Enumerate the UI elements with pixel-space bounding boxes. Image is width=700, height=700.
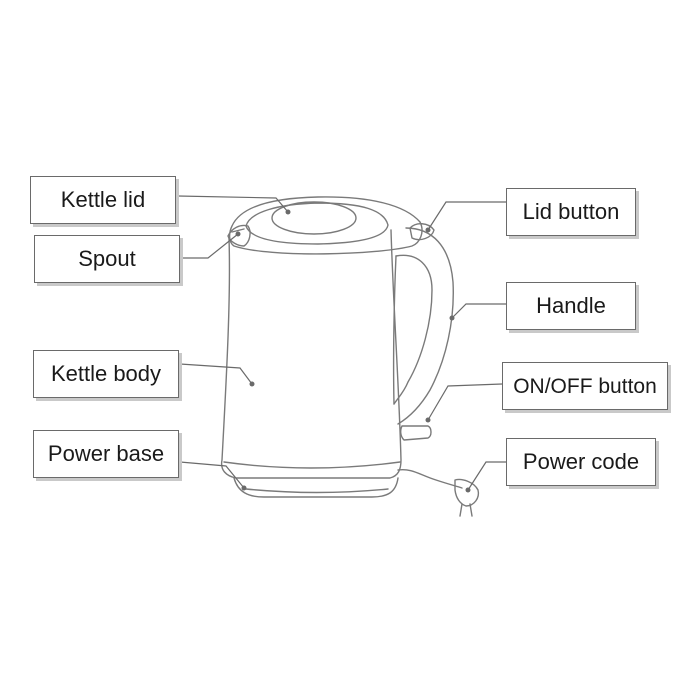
- plug-prong-1: [459, 503, 463, 517]
- body-bottom-rim: [223, 461, 401, 469]
- label-power-base: Power base: [33, 430, 179, 478]
- dot-on-off: [425, 417, 431, 423]
- label-power-code-text: Power code: [522, 449, 640, 474]
- label-kettle-body-text: Kettle body: [50, 361, 162, 386]
- lid-inner-ring: [245, 202, 389, 245]
- dot-lid-button: [425, 227, 431, 233]
- on-off-switch-shape: [399, 425, 432, 441]
- spout-outline: [227, 224, 251, 247]
- dot-kettle-lid: [285, 209, 291, 215]
- plug-prong-2: [469, 503, 473, 517]
- dot-handle: [449, 315, 455, 321]
- label-lid-button-text: Lid button: [522, 199, 620, 224]
- label-kettle-lid-text: Kettle lid: [60, 187, 146, 212]
- label-on-off-button: ON/OFF button: [502, 362, 668, 410]
- lid-assembly-outer: [228, 196, 423, 255]
- handle-outer: [397, 227, 454, 425]
- handle-inner-left: [392, 255, 397, 405]
- dot-power-code: [465, 487, 471, 493]
- lid-top-button: [271, 201, 357, 235]
- lid-button-shape: [409, 223, 435, 241]
- power-base-inner: [245, 488, 389, 494]
- leader-handle: [451, 303, 506, 319]
- leader-kettle-body: [179, 363, 253, 385]
- leader-lid-button: [427, 201, 506, 231]
- plug-body: [454, 478, 480, 507]
- label-power-base-text: Power base: [47, 441, 165, 466]
- leader-power-code: [467, 461, 506, 491]
- leader-power-base: [179, 461, 245, 489]
- label-on-off-button-text: ON/OFF button: [513, 374, 657, 398]
- label-handle: Handle: [506, 282, 636, 330]
- dot-power-base: [241, 485, 247, 491]
- label-lid-button: Lid button: [506, 188, 636, 236]
- power-cord: [397, 468, 463, 489]
- label-kettle-body: Kettle body: [33, 350, 179, 398]
- leader-kettle-lid: [177, 195, 289, 213]
- label-handle-text: Handle: [536, 293, 606, 318]
- leader-on-off: [427, 383, 503, 421]
- label-spout-text: Spout: [78, 246, 136, 271]
- dot-kettle-body: [249, 381, 255, 387]
- handle-inner: [393, 254, 433, 405]
- dot-spout: [235, 231, 241, 237]
- label-kettle-lid: Kettle lid: [30, 176, 176, 224]
- spout-tip: [231, 228, 245, 233]
- power-base-outline: [233, 477, 399, 498]
- label-power-code: Power code: [506, 438, 656, 486]
- kettle-body-outline: [220, 229, 402, 479]
- leader-spout: [180, 233, 239, 259]
- label-spout: Spout: [34, 235, 180, 283]
